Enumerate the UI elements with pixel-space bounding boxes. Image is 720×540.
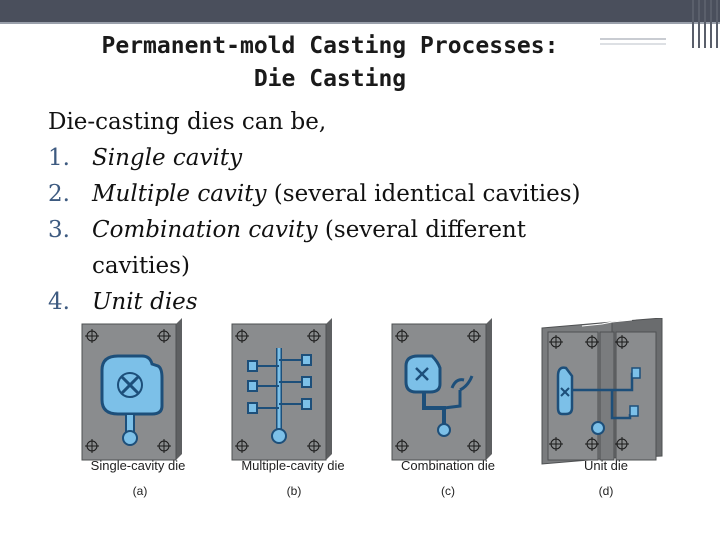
list-item: 3. Combination cavity (several different xyxy=(48,212,688,248)
list-term: Single cavity xyxy=(92,145,243,171)
list-number: 4. xyxy=(48,289,70,315)
intro-text: Die-casting dies can be, xyxy=(48,109,327,135)
list-item-continuation: cavities) xyxy=(92,253,190,279)
single-cavity-die xyxy=(81,318,182,461)
title-line-2: Die Casting xyxy=(253,66,407,92)
caption-multiple-cavity: Multiple-cavity die xyxy=(241,458,345,473)
list-number: 1. xyxy=(48,145,70,171)
list-item: 1. Single cavity xyxy=(48,140,688,176)
caption-unit-die: Unit die xyxy=(583,458,629,473)
label-a: (a) xyxy=(132,484,148,498)
label-d: (d) xyxy=(598,484,614,498)
slide-body: Die-casting dies can be, 1. Single cavity… xyxy=(48,104,688,320)
list-number: 3. xyxy=(48,217,70,243)
list-item: 4. Unit dies xyxy=(48,284,688,320)
combination-die xyxy=(391,318,492,461)
multiple-cavity-die xyxy=(231,318,332,461)
list-item: 2. Multiple cavity (several identical cav… xyxy=(48,176,688,212)
die-types-figure: Single-cavity die Multiple-cavity die Co… xyxy=(72,317,672,508)
title-line-1: Permanent-mold Casting Processes: xyxy=(101,33,559,59)
die-illustrations xyxy=(81,317,663,465)
list-term: Unit dies xyxy=(92,289,198,315)
caption-combination: Combination die xyxy=(401,458,495,473)
slide-top-bar-edge xyxy=(0,22,720,24)
corner-decoration xyxy=(688,0,720,48)
label-b: (b) xyxy=(286,484,302,498)
label-c: (c) xyxy=(441,484,455,498)
list-detail: (several different xyxy=(317,217,526,243)
unit-die xyxy=(541,317,663,465)
list-term: Combination cavity xyxy=(92,217,318,243)
list-term: Multiple cavity xyxy=(92,181,267,207)
list-number: 2. xyxy=(48,181,70,207)
list-detail: (several identical cavities) xyxy=(266,181,581,207)
slide-title: Permanent-mold Casting Processes: Die Ca… xyxy=(0,30,660,96)
decorative-rule xyxy=(600,43,666,45)
decorative-rule xyxy=(600,38,666,40)
caption-single-cavity: Single-cavity die xyxy=(90,458,186,473)
slide-top-bar xyxy=(0,0,720,22)
